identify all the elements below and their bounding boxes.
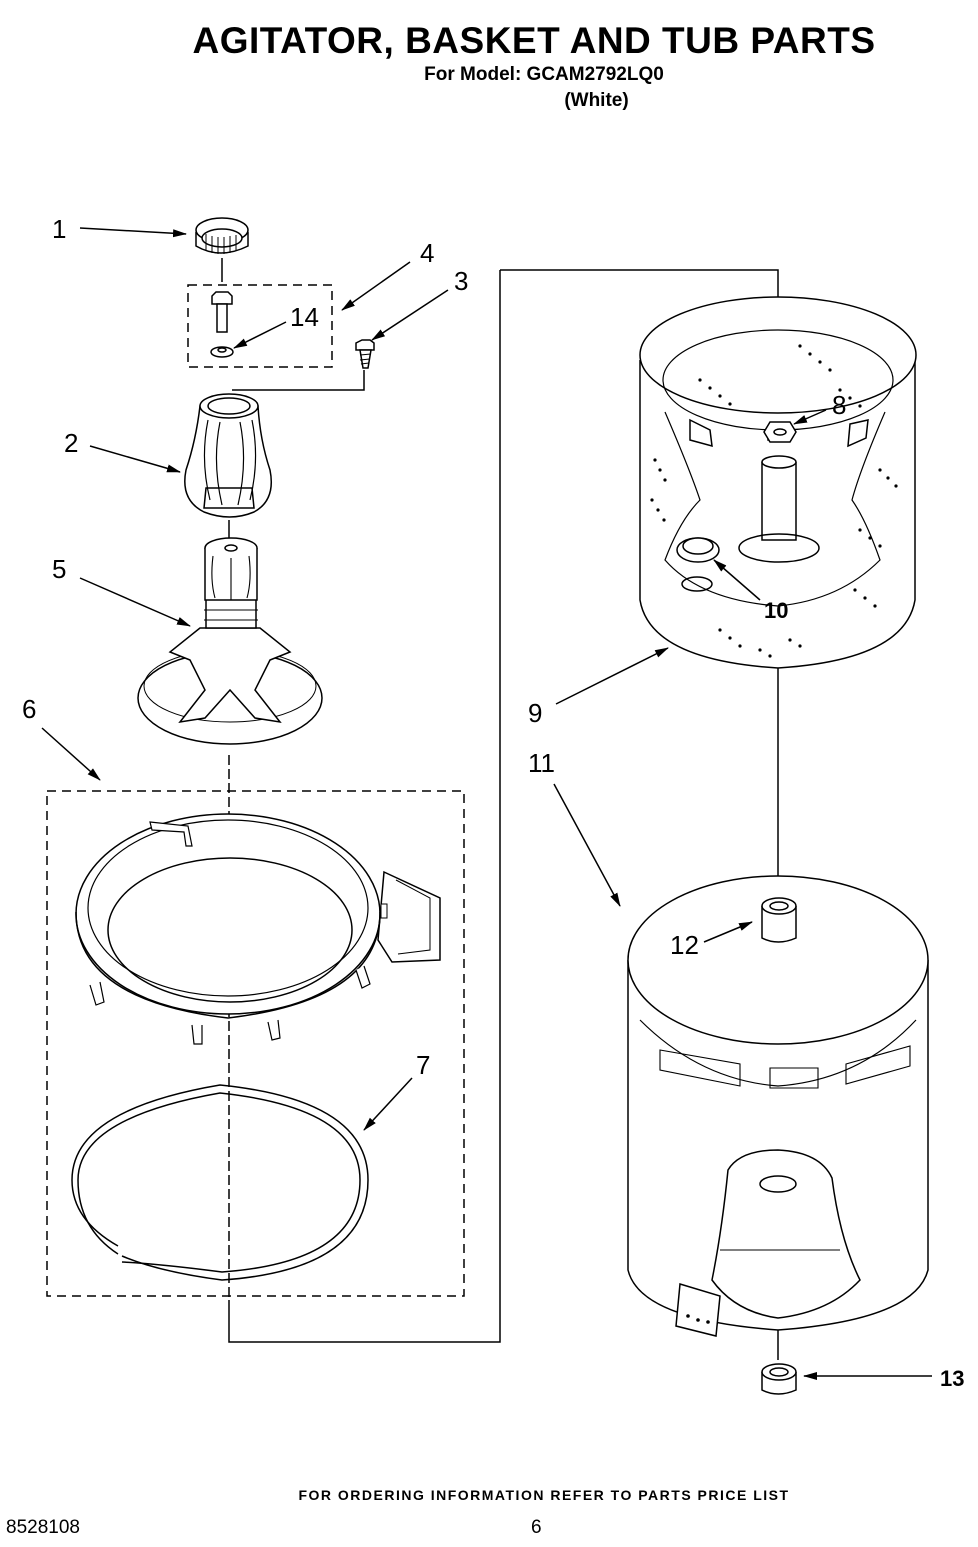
kit-box-4: [187, 284, 333, 368]
callout-8: 8: [832, 390, 846, 420]
callout-5: 5: [52, 554, 66, 584]
callout-1: 1: [52, 214, 66, 244]
callout-2: 2: [64, 428, 78, 458]
agitator-barrel-part: [184, 393, 272, 518]
leader-arrows: [41, 227, 932, 1380]
callout-14: 14: [290, 302, 319, 332]
callout-4: 4: [420, 238, 434, 268]
tub-ring-part: [75, 813, 441, 1045]
tub-seal-part: [71, 1084, 369, 1281]
ordering-note: FOR ORDERING INFORMATION REFER TO PARTS …: [298, 1487, 790, 1503]
callout-11: 11: [528, 748, 555, 778]
basket-part: [639, 296, 917, 669]
plug-part: [761, 1363, 797, 1395]
page-number: 6: [531, 1517, 542, 1538]
bolt-washer-part: [210, 291, 234, 358]
page-title: AGITATOR, BASKET AND TUB PARTS: [192, 20, 876, 61]
callout-12: 12: [670, 930, 699, 960]
screw-part: [355, 339, 375, 369]
model-label: For Model: GCAM2792LQ0: [424, 64, 664, 85]
kit-box-6: [46, 790, 465, 1297]
callout-7: 7: [416, 1050, 430, 1080]
callout-13: 13: [940, 1366, 964, 1391]
bushing-part: [761, 897, 797, 943]
callout-10: 10: [764, 598, 788, 623]
callout-6: 6: [22, 694, 36, 724]
outer-tub-part: [627, 875, 929, 1337]
agitator-cap-part: [195, 217, 249, 254]
nut-part: [763, 421, 797, 443]
document-number: 8528108: [6, 1517, 80, 1538]
callout-9: 9: [528, 698, 542, 728]
agitator-base-part: [137, 537, 323, 745]
callout-3: 3: [454, 266, 468, 296]
color-label: (White): [564, 90, 629, 111]
